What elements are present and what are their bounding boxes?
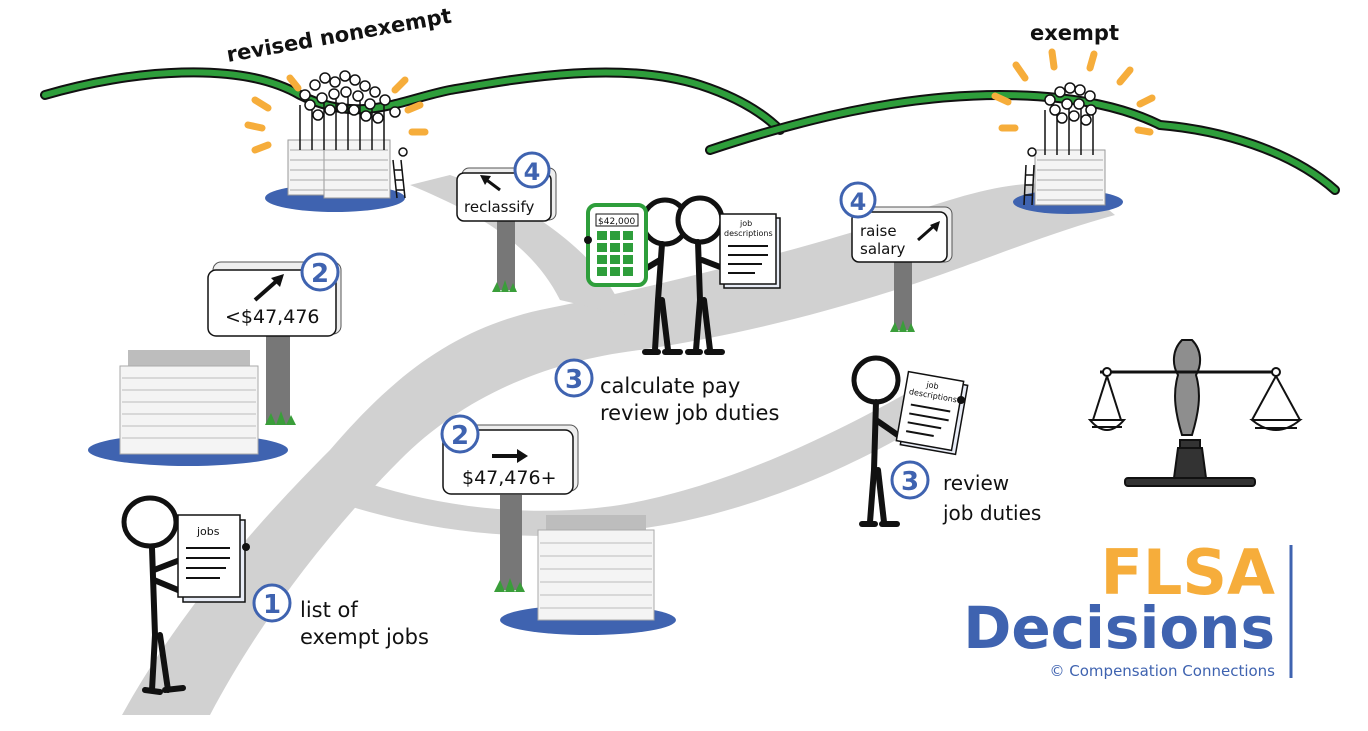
sign-step2-lower: $47,476+ <box>442 424 579 592</box>
hill-label-revised-nonexempt: revised nonexempt <box>225 4 454 67</box>
brand-block: FLSA Decisions © Compensation Connection… <box>963 536 1293 680</box>
sign-step2-upper-label: <$47,476 <box>225 306 320 328</box>
step3-center-label: 3 calculate pay review job duties <box>554 358 779 425</box>
svg-text:2: 2 <box>311 259 329 289</box>
sign-step4-left-label: reclassify <box>464 198 534 216</box>
balance-scale-icon <box>1087 339 1303 487</box>
sign-step2-lower-label: $47,476+ <box>462 467 557 489</box>
step1-label: 1 list of exempt jobs <box>252 583 429 649</box>
glow-rays-right <box>991 48 1156 136</box>
paper-stack-bottom-center <box>537 515 655 621</box>
step3-right-text-line2: job duties <box>942 501 1041 525</box>
badge-step4-right: 4 <box>839 181 877 219</box>
stick-figure-step3-right <box>675 195 731 355</box>
step1-text-line1: list of <box>300 598 358 622</box>
road-lower-branch <box>330 380 960 536</box>
svg-text:job: job <box>925 380 940 391</box>
svg-text:job: job <box>739 219 752 228</box>
calculator: $42,000 <box>584 203 648 287</box>
paper-stack-top-left <box>287 139 391 199</box>
brand-copyright: © Compensation Connections <box>1050 662 1276 680</box>
svg-text:2: 2 <box>451 421 469 451</box>
svg-text:3: 3 <box>901 467 919 497</box>
badge-step4-left: 4 <box>513 151 551 189</box>
paper-stack-mid-left <box>119 350 259 455</box>
brand-title-decisions: Decisions <box>963 594 1275 662</box>
step3-right-label: 3 review job duties <box>890 460 1041 525</box>
svg-text:1: 1 <box>263 590 281 620</box>
hills: revised nonexempt exempt <box>40 4 1340 195</box>
sign-step4-right-line1: raise <box>860 222 897 240</box>
svg-text:4: 4 <box>524 158 541 186</box>
step3-center-text-line1: calculate pay <box>600 374 740 398</box>
road-left-branch <box>410 175 625 315</box>
step1-text-line2: exempt jobs <box>300 625 429 649</box>
hill-label-exempt: exempt <box>1030 21 1119 45</box>
sign-step4-right-line2: salary <box>860 240 906 258</box>
brand-title-flsa: FLSA <box>1101 536 1276 609</box>
paper-stack-top-right <box>1034 149 1106 206</box>
svg-text:4: 4 <box>850 188 867 216</box>
road-network <box>122 175 1115 716</box>
ladders <box>392 147 1037 206</box>
badge-step2-upper: 2 <box>300 252 340 292</box>
svg-text:jobs: jobs <box>196 525 220 538</box>
svg-text:$42,000: $42,000 <box>598 217 635 227</box>
clipboard-descriptions-center: job descriptions <box>719 213 781 289</box>
badge-step2-lower: 2 <box>440 414 480 454</box>
sign-step4-right: raise salary <box>851 206 953 332</box>
crowd-left <box>299 70 401 150</box>
stick-figure-step1 <box>121 495 193 695</box>
step3-right-text-line1: review <box>943 471 1009 495</box>
crowd-right <box>1044 82 1097 155</box>
clipboard-descriptions-right: job descriptions <box>895 370 969 456</box>
road-main <box>122 183 1115 716</box>
svg-text:descriptions: descriptions <box>724 229 773 238</box>
glow-rays-left <box>244 74 429 154</box>
svg-text:3: 3 <box>565 365 583 395</box>
step3-center-text-line2: review job duties <box>600 401 779 425</box>
stick-figure-step3-far <box>851 355 908 527</box>
clipboard-jobs: jobs <box>177 514 250 603</box>
